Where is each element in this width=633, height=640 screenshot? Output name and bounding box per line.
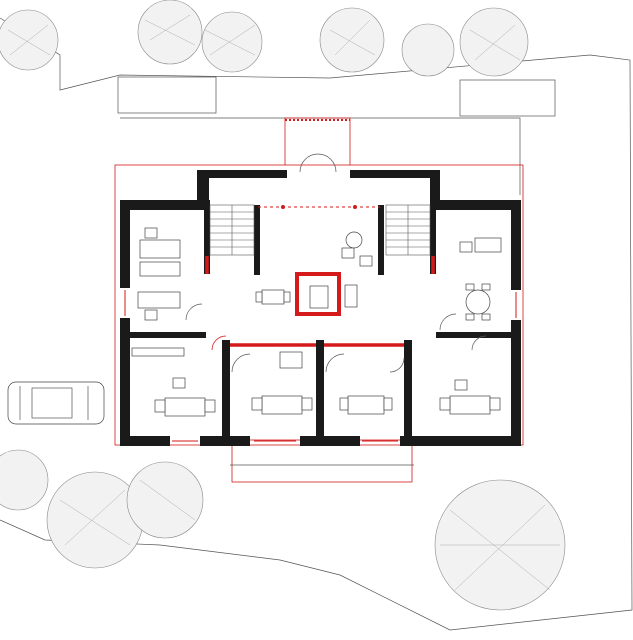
door-icon <box>185 303 203 321</box>
door-icon <box>299 153 337 173</box>
desk-icon <box>131 347 216 417</box>
tree-icon <box>319 7 529 77</box>
tree-icon <box>46 461 204 569</box>
chair-icon <box>255 231 373 309</box>
door-icon <box>231 353 405 373</box>
tree-icon <box>0 9 59 71</box>
desk-icon <box>137 227 181 321</box>
new-walls <box>205 205 435 347</box>
exterior-walls <box>120 170 521 446</box>
shed-left <box>117 76 217 114</box>
tree-icon <box>0 449 49 511</box>
site-boundary <box>0 17 633 631</box>
desk-icon <box>459 237 502 321</box>
door-icon <box>439 313 487 351</box>
stair-icon <box>385 204 431 256</box>
stair-icon <box>209 204 255 256</box>
shed-right <box>459 79 556 117</box>
car-icon <box>7 381 105 425</box>
tree-icon <box>434 479 566 611</box>
door-icon <box>211 335 227 351</box>
desk-icon <box>339 395 393 415</box>
desk-icon <box>251 351 313 415</box>
tree-icon <box>137 0 263 73</box>
interior-walls <box>120 200 516 440</box>
window-markers <box>124 290 517 442</box>
desk-icon <box>439 379 501 415</box>
